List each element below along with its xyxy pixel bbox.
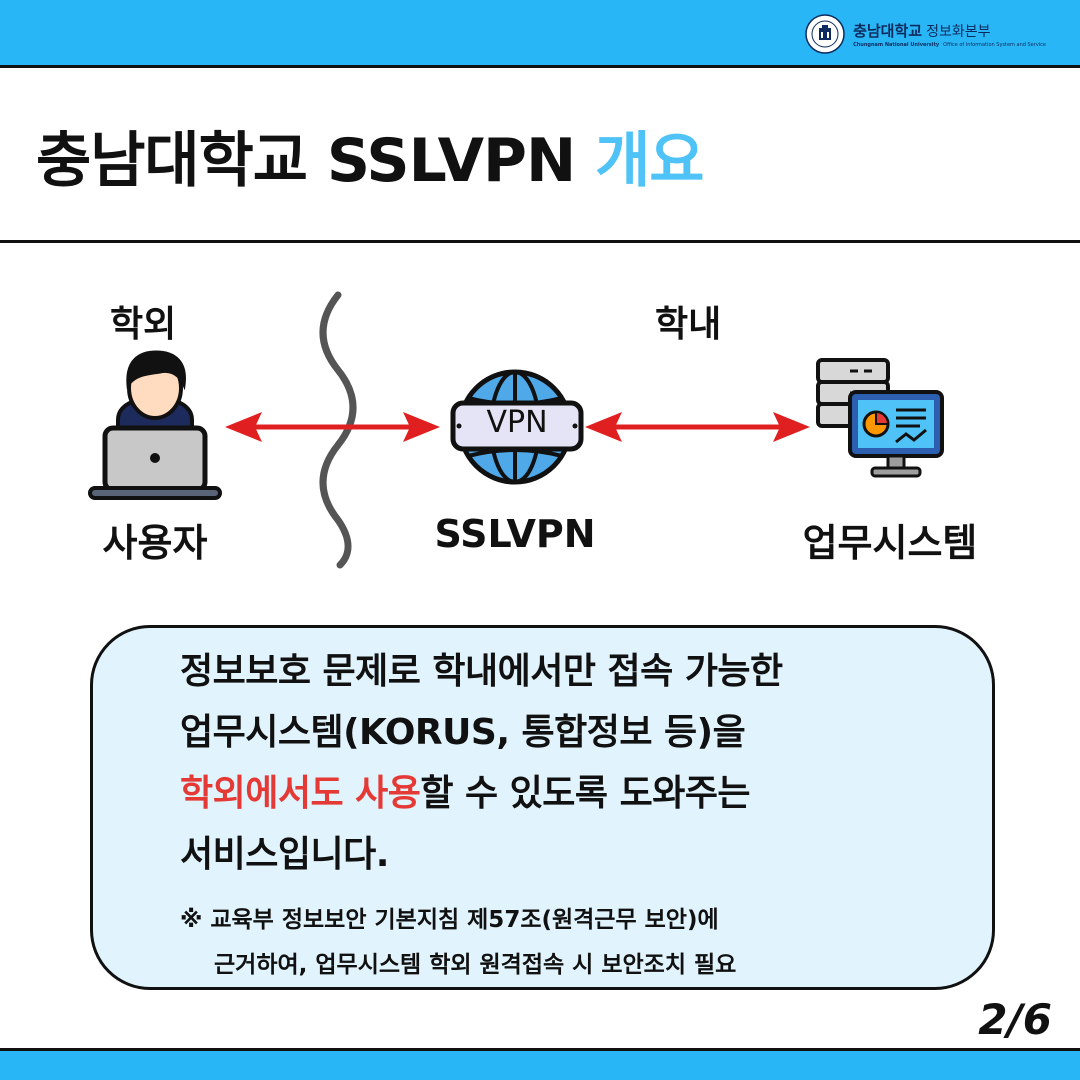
vpn-globe-icon <box>450 369 584 485</box>
network-diagram <box>88 291 944 569</box>
node-label-user: 사용자 <box>102 521 208 565</box>
info-line-3-rest: 할 수 있도록 도와주는 <box>420 773 751 814</box>
logo-english-department: Office of Information System and Service <box>943 42 1046 48</box>
bottom-bar <box>0 1048 1080 1080</box>
page-title-main: 충남대학교 SSLVPN <box>36 126 576 196</box>
note-line-2: 근거하여, 업무시스템 학외 원격접속 시 보안조치 필요 <box>214 952 737 978</box>
info-highlight: 학외에서도 사용 <box>180 773 421 814</box>
user-laptop-icon <box>88 350 222 500</box>
logo-department-name: 정보화본부 <box>926 24 991 40</box>
business-system-monitor-icon <box>848 390 944 478</box>
info-line-3: 학외에서도 사용할 수 있도록 도와주는 <box>180 764 751 816</box>
note-line-1: ※ 교육부 정보보안 기본지침 제57조(원격근무 보안)에 <box>180 907 719 933</box>
university-seal-icon <box>805 14 845 54</box>
page-title: 충남대학교 SSLVPN 개요 <box>36 112 705 199</box>
info-line-1: 정보보호 문제로 학내에서만 접속 가능한 <box>180 651 783 692</box>
info-line-4: 서비스입니다. <box>180 834 389 875</box>
university-logo[interactable]: 충남대학교 정보화본부 Chungnam National University… <box>805 12 1046 56</box>
title-divider <box>0 240 1080 243</box>
page-title-accent: 개요 <box>595 126 704 196</box>
vpn-badge-label: VPN <box>486 405 548 440</box>
top-bar: 충남대학교 정보화본부 Chungnam National University… <box>0 0 1080 68</box>
info-line-2: 업무시스템(KORUS, 통합정보 등)을 <box>180 712 746 753</box>
arrow-user-to-vpn <box>225 412 440 442</box>
page-number: 2/6 <box>978 995 1052 1044</box>
zone-label-outside: 학외 <box>110 304 177 345</box>
node-label-business-system: 업무시스템 <box>802 521 978 565</box>
info-box <box>90 625 995 990</box>
node-label-sslvpn: SSLVPN <box>434 512 596 556</box>
zone-label-inside: 학내 <box>655 304 722 345</box>
logo-english-name: Chungnam National University <box>853 42 940 48</box>
arrow-vpn-to-system <box>585 412 810 442</box>
logo-university-name: 충남대학교 <box>853 22 923 40</box>
network-boundary-line <box>319 291 357 569</box>
